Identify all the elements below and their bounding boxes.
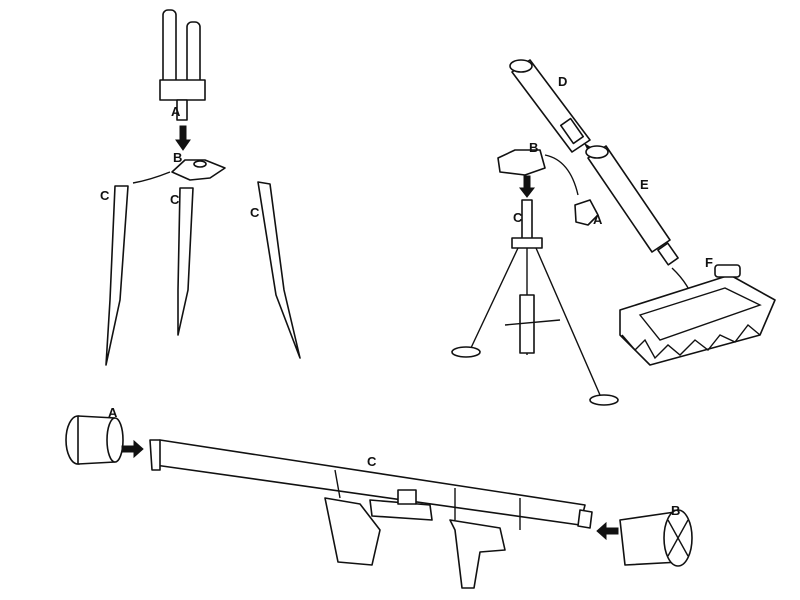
bipod-part-c	[451, 199, 619, 406]
sight-part-b	[497, 149, 579, 196]
label-stand-c-2: C	[170, 192, 180, 207]
label-mortar-f: F	[705, 255, 713, 270]
label-mortar-a: A	[593, 212, 603, 227]
label-mortar-b: B	[529, 140, 539, 155]
label-stand-c-3: C	[250, 205, 260, 220]
label-mortar-e: E	[640, 177, 649, 192]
arrow-a-to-b	[175, 125, 191, 151]
label-stand-b: B	[173, 150, 183, 165]
label-stand-a: A	[171, 104, 181, 119]
hub-part-b	[171, 159, 226, 181]
mortar-tube-d	[509, 59, 591, 153]
label-stand-c-1: C	[100, 188, 110, 203]
arrow-a-to-tube	[121, 439, 144, 459]
label-bazooka-a: A	[108, 405, 118, 420]
stand-part-a	[159, 9, 206, 121]
arrow-b-to-leg	[132, 171, 171, 184]
label-mortar-c: C	[513, 210, 523, 225]
baseplate-part-f	[619, 264, 776, 366]
label-bazooka-c: C	[367, 454, 377, 469]
label-bazooka-b: B	[671, 503, 681, 518]
arrow-b-to-tube	[596, 521, 619, 541]
arrow-b-to-c	[518, 175, 536, 198]
legs-part-c	[105, 181, 301, 366]
label-mortar-d: D	[558, 74, 568, 89]
bazooka-cap-a	[65, 415, 124, 465]
sight-mount-part-a	[574, 199, 599, 226]
bazooka-cap-b	[619, 509, 693, 567]
mortar-tube-e	[585, 145, 679, 266]
bazooka-tube-c	[149, 439, 593, 589]
